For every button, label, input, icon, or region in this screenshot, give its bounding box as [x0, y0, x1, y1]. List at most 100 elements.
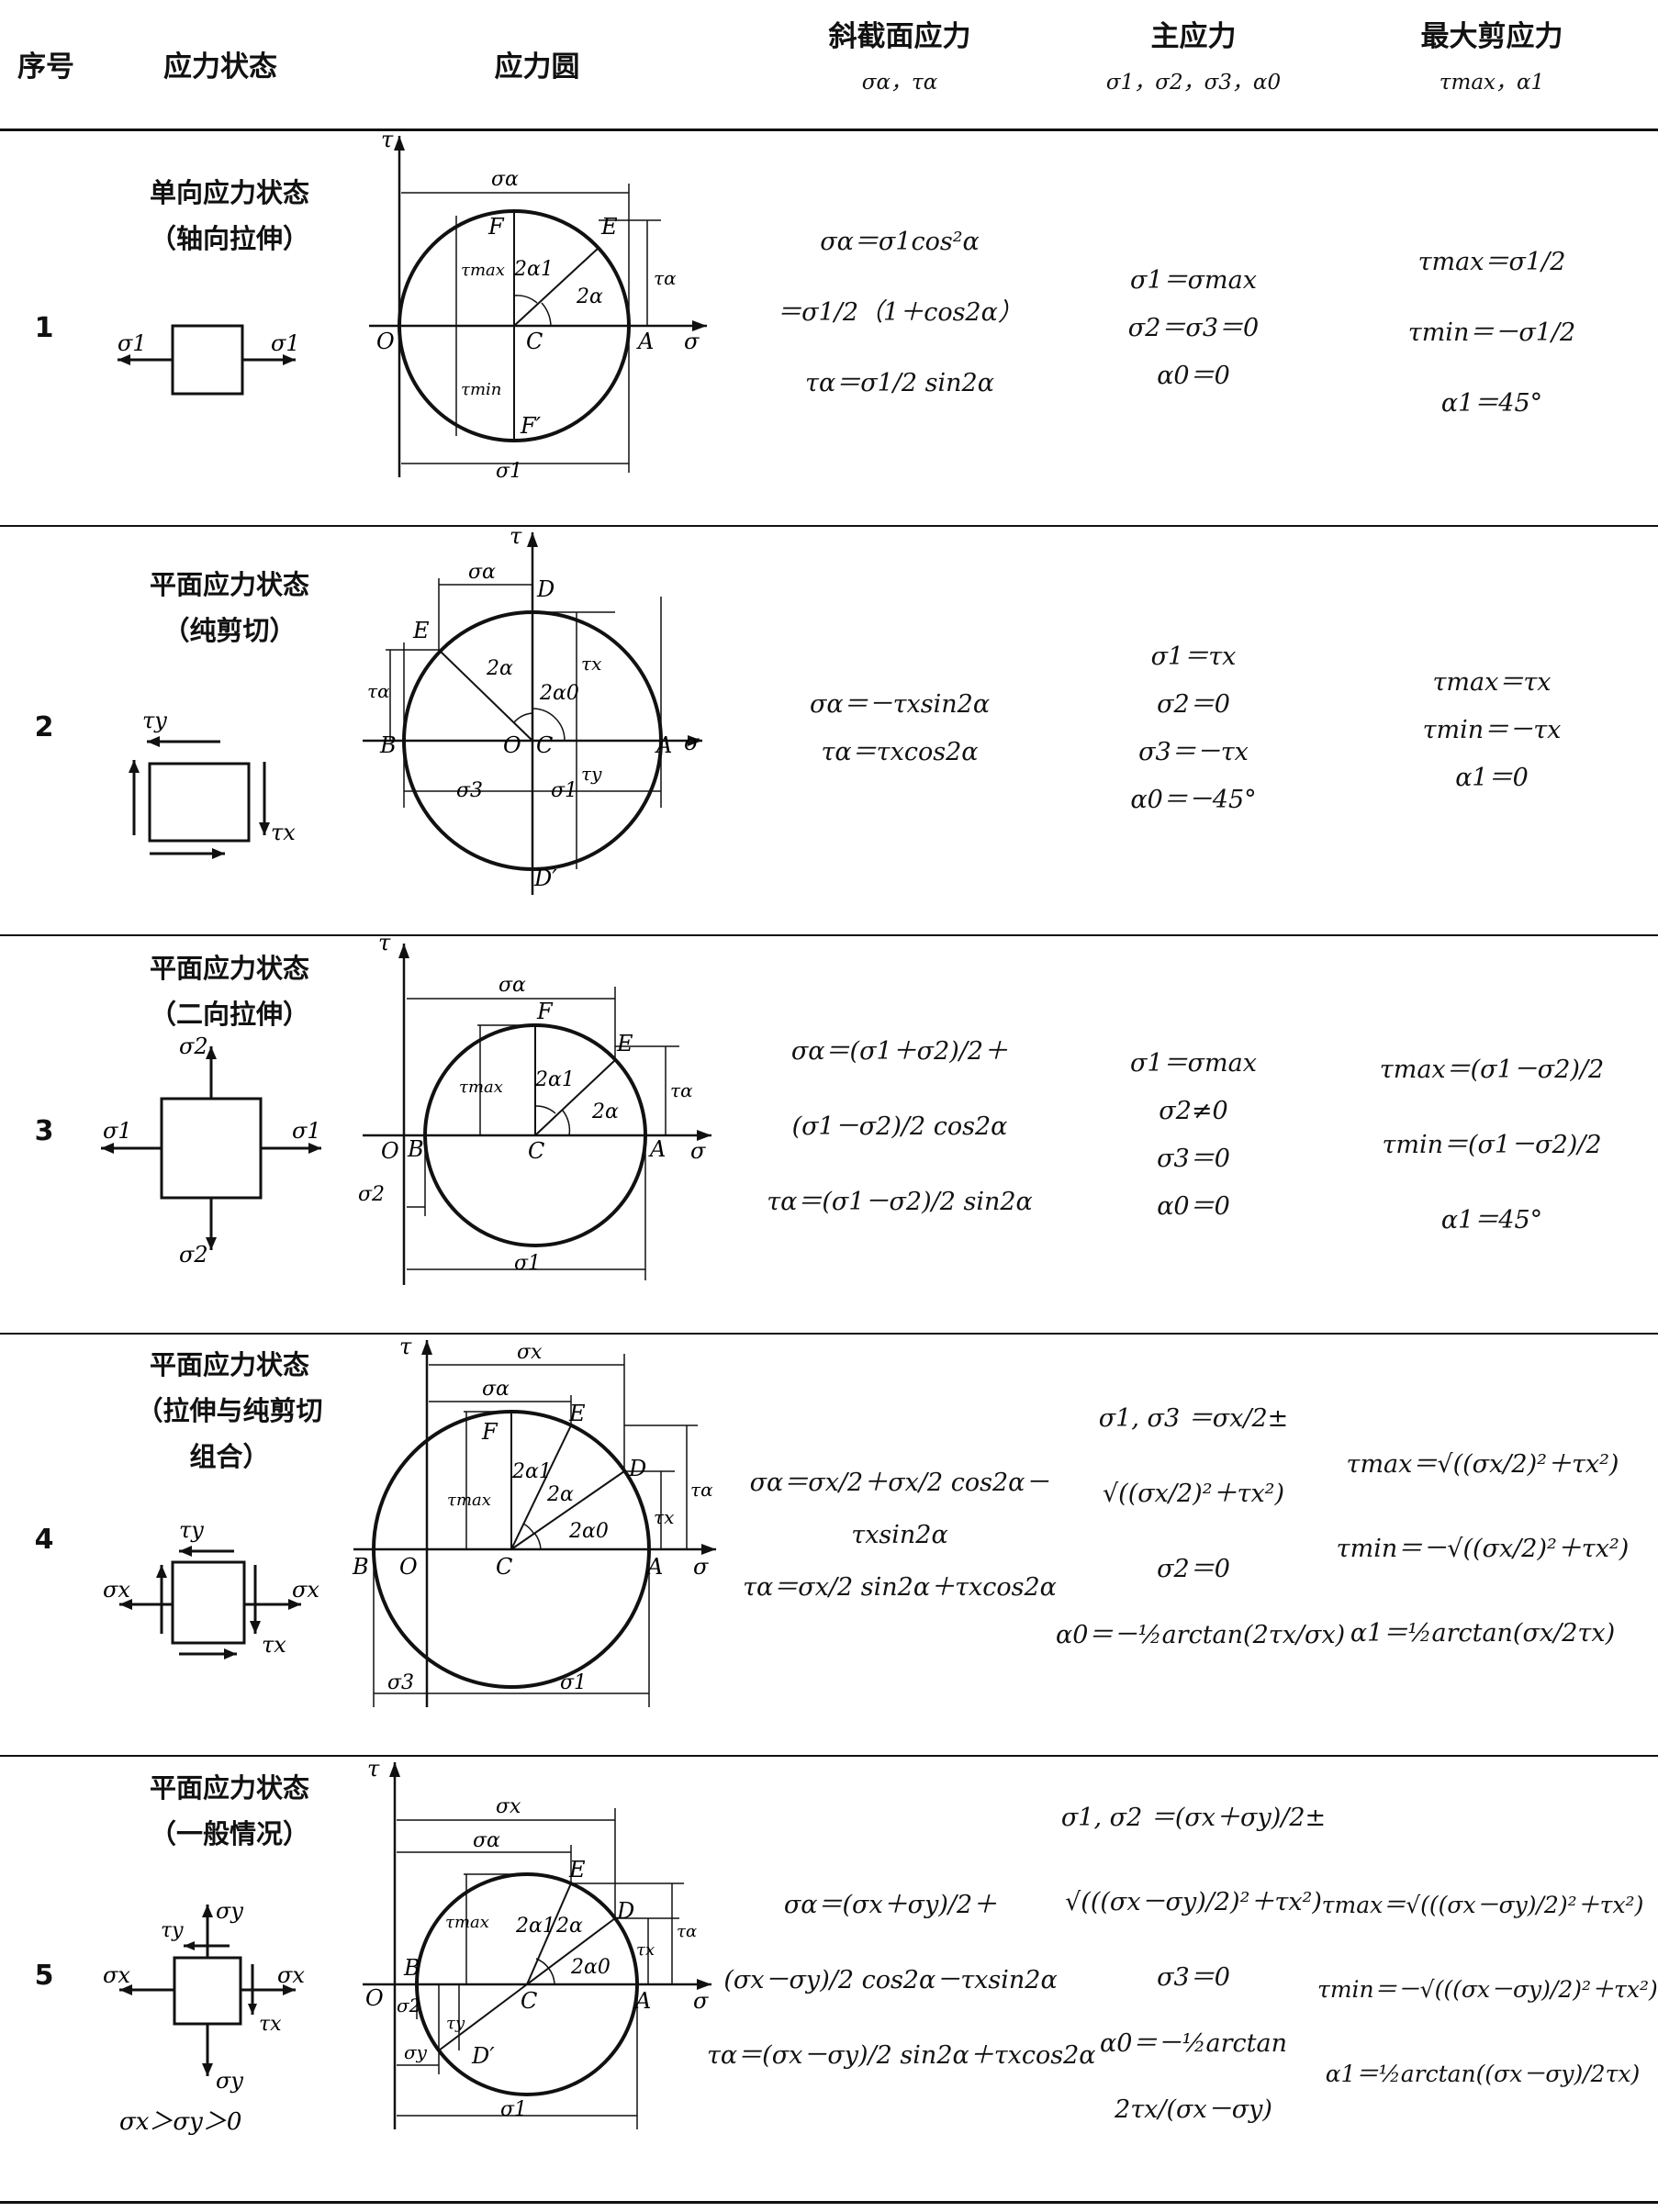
- header-principal-sub: σ1，σ2，σ3，α0: [1105, 71, 1282, 95]
- header-circle: 应力圆: [494, 50, 580, 84]
- row-2-state-line: （纯剪切）: [162, 615, 297, 646]
- formula: τmin＝－τx: [1422, 716, 1562, 744]
- angle-arc: [513, 295, 538, 304]
- label: C: [521, 1988, 537, 2014]
- rule-top: [0, 128, 1658, 131]
- row-3-principal: σ1＝σmax σ2≠0 σ3＝0 α0＝0: [1056, 1040, 1331, 1231]
- label: F: [487, 214, 505, 240]
- row-3-state: 平面应力状态 （二向拉伸）: [92, 945, 367, 1037]
- label: E: [616, 1031, 633, 1056]
- formula: σ2＝σ3＝0: [1127, 314, 1260, 342]
- formula: τmin＝(σ1－σ2)/2: [1382, 1131, 1602, 1159]
- formula: ＝σ1/2（1＋cos2α）: [777, 298, 1023, 327]
- label: C: [528, 1138, 544, 1164]
- formula: τxsin2α: [851, 1521, 948, 1549]
- formula: τα＝σx/2 sin2α＋τxcos2α: [743, 1573, 1057, 1602]
- row-3-state-line: 平面应力状态: [149, 953, 309, 984]
- element-label: τx: [271, 820, 296, 845]
- label: E: [412, 618, 430, 643]
- label: σx: [496, 1795, 521, 1818]
- formula: α0＝－½arctan: [1099, 2029, 1288, 2058]
- label: E: [600, 214, 618, 240]
- formula: σ3＝0: [1157, 1963, 1230, 1992]
- label: E: [568, 1401, 586, 1426]
- radius-e: [513, 247, 599, 327]
- circle: [402, 610, 663, 871]
- formula: σ1, σ3 ＝σx/2±: [1098, 1404, 1289, 1433]
- formula: α1＝0: [1455, 764, 1529, 792]
- label: σα: [482, 1378, 510, 1401]
- rule-bottom: [0, 2201, 1658, 2204]
- row-4-state-line: 平面应力状态: [149, 1349, 309, 1380]
- radius-e: [526, 1882, 572, 1985]
- formula: σ2≠0: [1159, 1097, 1228, 1125]
- arrow-heads: [118, 354, 296, 365]
- formula: τα＝(σ1－σ2)/2 sin2α: [767, 1188, 1033, 1216]
- row-5-state-line: （一般情况）: [149, 1818, 309, 1849]
- label: F: [481, 1419, 499, 1445]
- row-3-mohr-circle: [363, 944, 711, 1285]
- label: τy: [581, 763, 602, 785]
- element-square: [173, 1956, 242, 2026]
- element-label: σ1: [271, 330, 300, 356]
- axis-arrows: [394, 136, 707, 331]
- circle: [372, 1410, 651, 1689]
- radius-e: [510, 1424, 572, 1550]
- element-label: σy: [216, 2068, 243, 2094]
- label: τα: [677, 1922, 697, 1941]
- radius-e: [438, 649, 533, 742]
- row-4-mohr-circle: [353, 1340, 716, 1707]
- label: τα: [670, 1079, 693, 1101]
- row-2-mohr-circle: [363, 532, 702, 895]
- row-4-state-line: 组合）: [189, 1441, 270, 1472]
- row-4-state: 平面应力状态 （拉伸与纯剪切 组合）: [92, 1342, 367, 1480]
- label: D: [616, 1898, 634, 1924]
- label: τmax: [445, 1913, 489, 1932]
- row-3-index: 3: [34, 1115, 54, 1147]
- label: A: [633, 1988, 651, 2014]
- label: B: [407, 1136, 424, 1162]
- formula: σα＝(σx＋σy)/2＋: [783, 1891, 998, 1919]
- radius-d2: [438, 1983, 528, 2051]
- element-label: σx: [103, 1962, 130, 1988]
- arrow-heads: [119, 1546, 301, 1659]
- label: A: [655, 732, 672, 758]
- header-seq: 序号: [17, 50, 74, 84]
- row-1-state: 单向应力状态 （轴向拉伸）: [92, 170, 367, 262]
- row-3-oblique: σα＝(σ1＋σ2)/2＋ (σ1－σ2)/2 cos2α τα＝(σ1－σ2)…: [734, 1028, 1065, 1226]
- label: σx: [517, 1341, 543, 1364]
- label: D: [536, 576, 555, 602]
- rule-3: [0, 1333, 1658, 1335]
- row-4-maxshear: τmax＝√((σx/2)²＋τx²) τmin＝－√((σx/2)²＋τx²)…: [1322, 1441, 1643, 1658]
- element-label: τx: [259, 2013, 282, 2036]
- row-2-element: [132, 740, 266, 855]
- label: σ: [690, 1138, 706, 1164]
- element-label: τx: [262, 1632, 286, 1658]
- row-3-element: [101, 1046, 321, 1250]
- label: 2α1: [511, 1460, 552, 1483]
- arrow-heads: [129, 736, 270, 859]
- label: 2α1: [515, 1915, 555, 1938]
- label: 2α: [546, 1483, 574, 1506]
- header-maxshear-title: 最大剪应力: [1420, 20, 1563, 53]
- formula: α0＝－½arctan(2τx/σx): [1056, 1621, 1346, 1649]
- label: τ: [399, 1334, 412, 1359]
- label: O: [376, 329, 395, 354]
- label: D′: [533, 866, 557, 891]
- formula: 2τx/(σx－σy): [1115, 2095, 1272, 2124]
- label: τy: [446, 2014, 465, 2033]
- angle-arc: [532, 708, 566, 742]
- formula: (σx－σy)/2 cos2α－τxsin2α: [723, 1966, 1058, 1994]
- formula: τmin＝－√(((σx－σy)/2)²＋τx²): [1317, 1976, 1658, 2003]
- label: σα: [491, 168, 519, 191]
- label: O: [365, 1985, 384, 2011]
- label: 2α: [555, 1915, 583, 1938]
- header-oblique-sub: σα，τα: [861, 71, 938, 95]
- element-label: σx: [277, 1962, 305, 1988]
- formula: σα＝－τxsin2α: [809, 690, 991, 719]
- axis-arrows: [389, 1762, 711, 1990]
- label: σ: [693, 1554, 709, 1580]
- element-label: σ1: [103, 1118, 132, 1144]
- label: D: [628, 1456, 646, 1481]
- label: 2α: [576, 285, 603, 308]
